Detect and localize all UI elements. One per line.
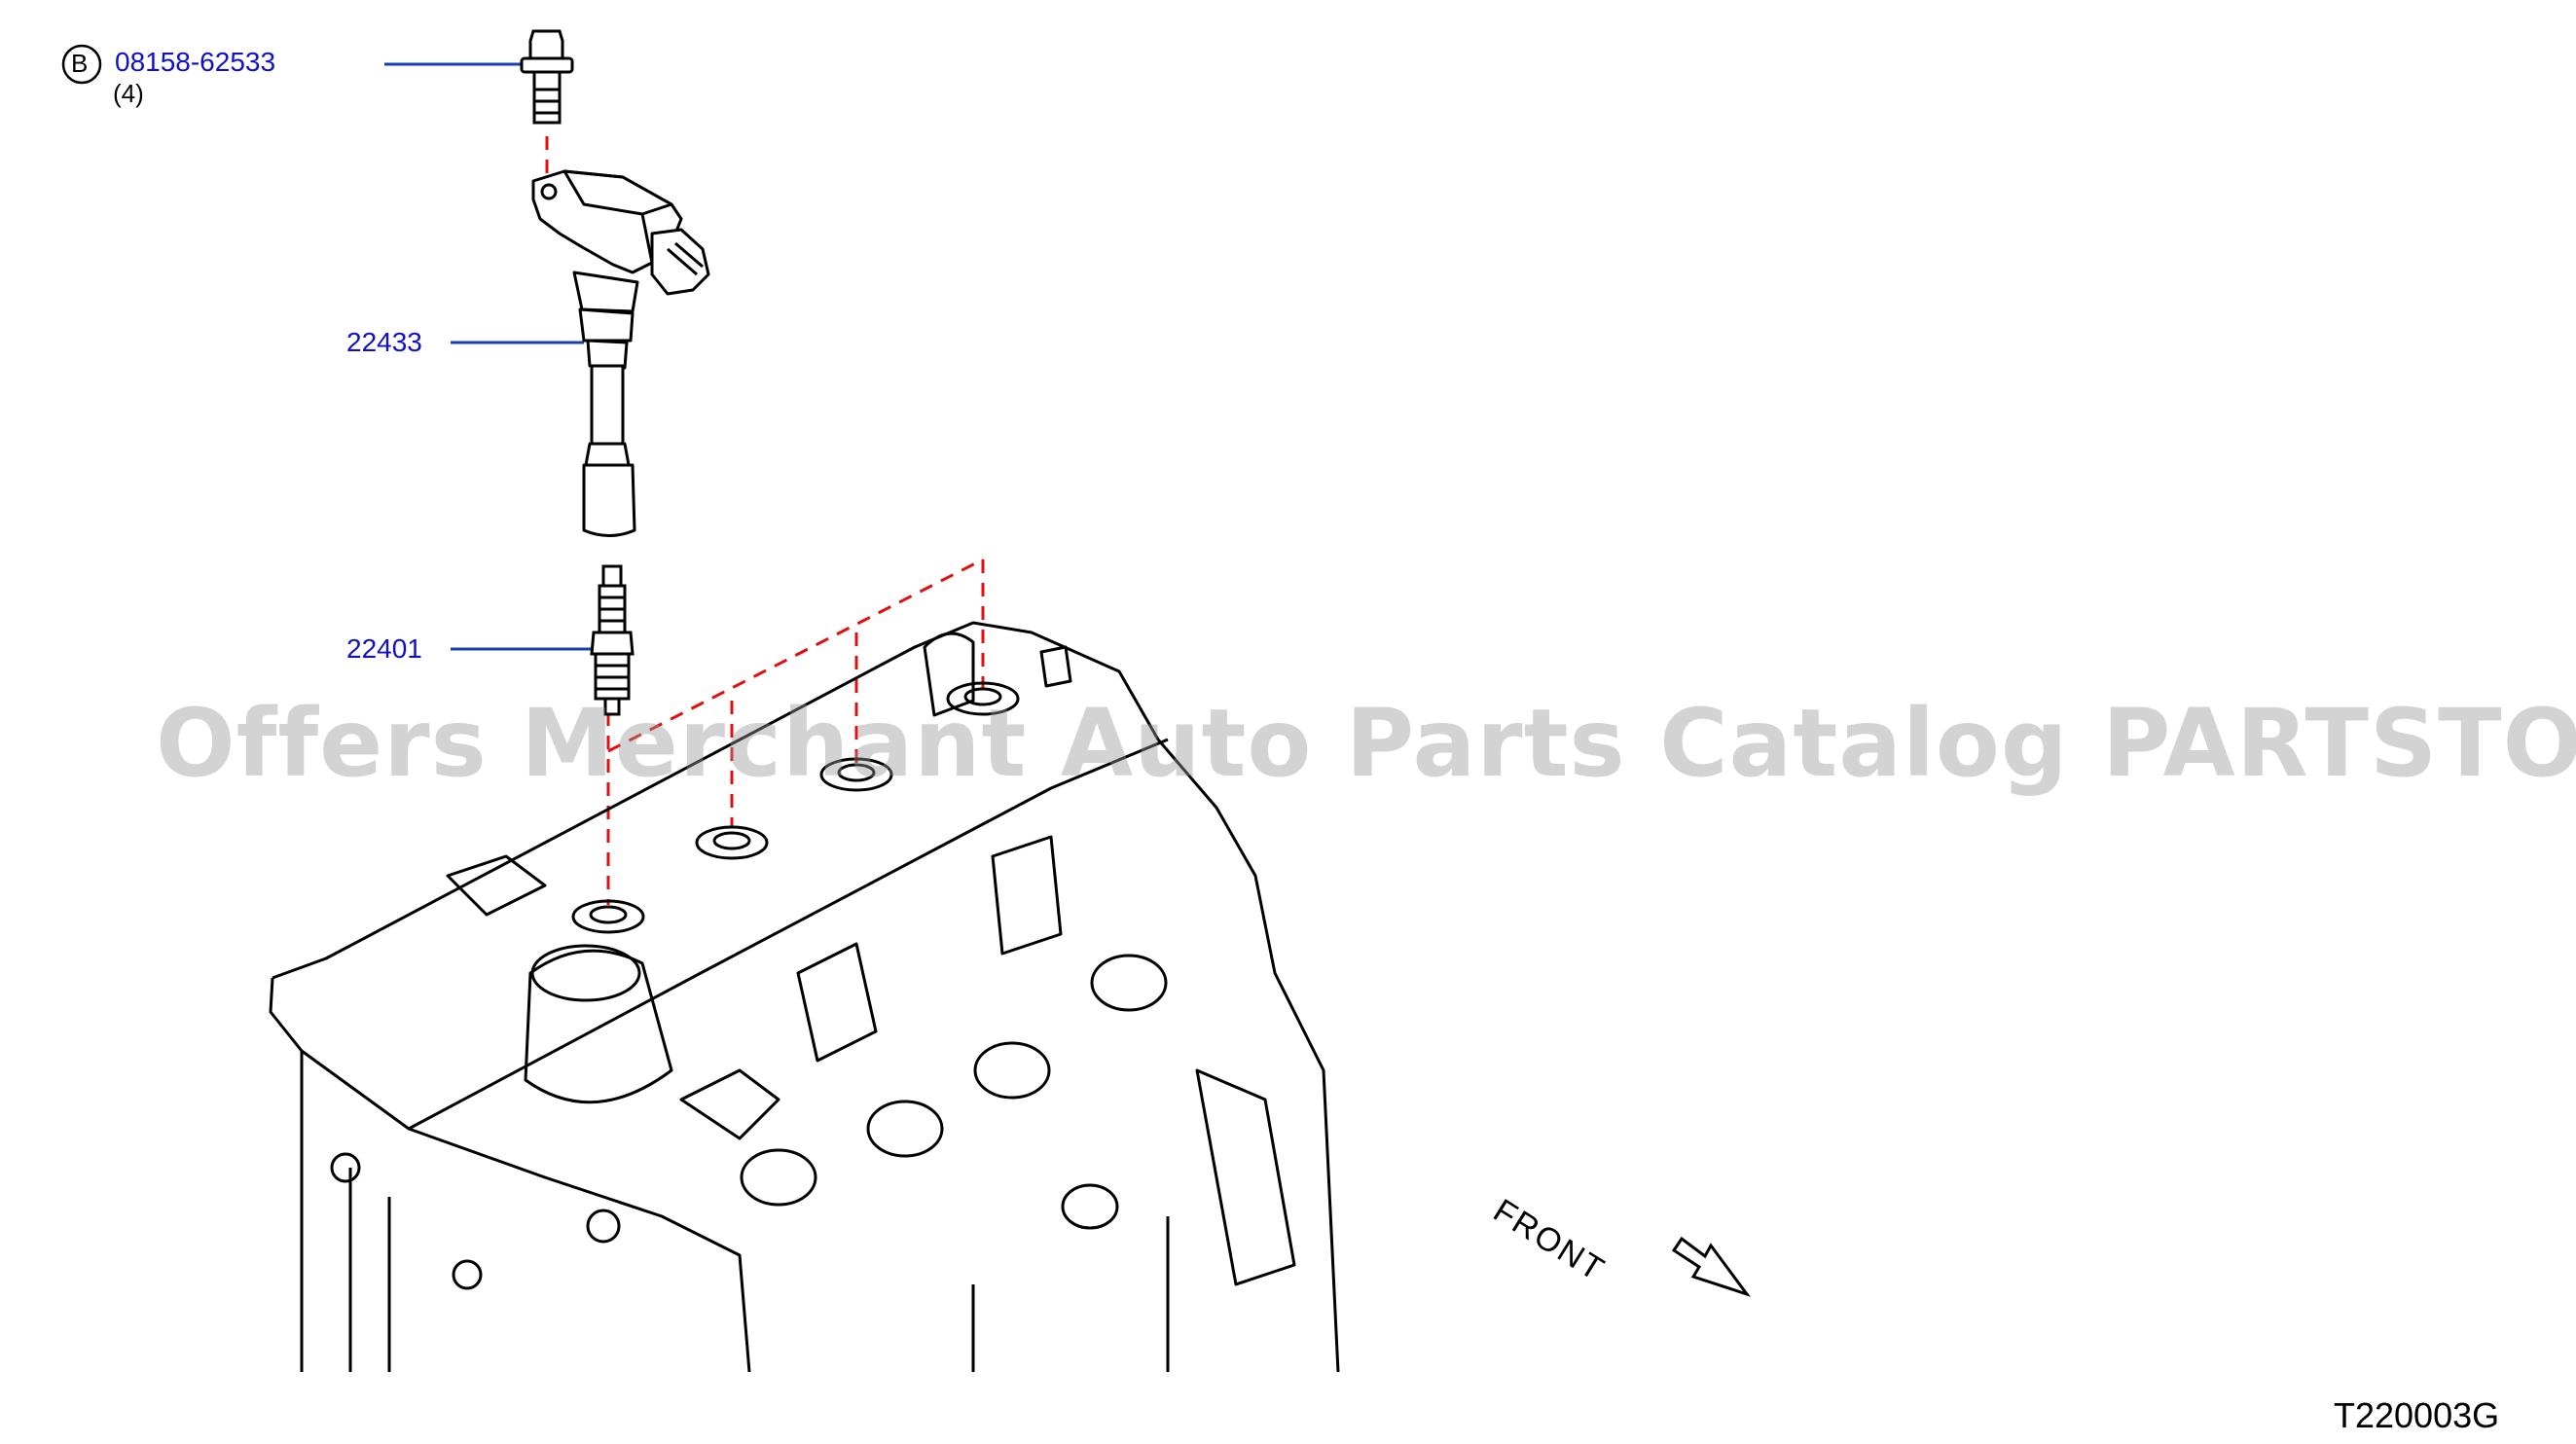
ignition-coil-part-number[interactable]: 22433 bbox=[346, 327, 422, 357]
diagram-code: T220003G bbox=[2334, 1395, 2500, 1435]
bolt-quantity: (4) bbox=[113, 79, 144, 108]
spark-plug-drawing bbox=[590, 564, 635, 716]
leader-lines bbox=[384, 62, 592, 651]
ignition-coil-drawing bbox=[531, 169, 710, 537]
bolt-callout-letter: B bbox=[71, 49, 89, 78]
spark-plug-part-number[interactable]: 22401 bbox=[346, 633, 422, 664]
callout-circle bbox=[61, 44, 102, 85]
watermark-text: Offers Merchant Auto Parts Catalog PARTS… bbox=[156, 689, 2576, 798]
front-arrow-icon bbox=[1671, 1236, 1752, 1297]
engine-block-drawing bbox=[269, 621, 1340, 1373]
bolt-part-number[interactable]: 08158-62533 bbox=[115, 47, 276, 77]
bolt-drawing bbox=[520, 29, 574, 125]
